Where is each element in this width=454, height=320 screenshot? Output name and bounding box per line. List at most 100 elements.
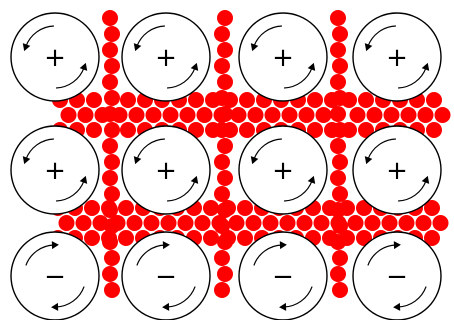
particle [112,107,128,123]
particle [214,154,230,170]
particle [367,107,383,123]
particle [214,250,230,266]
cell-sign: + [155,156,177,186]
particle [118,230,134,246]
cell-sign: + [155,43,177,73]
cell-sign: − [44,262,66,292]
particle [101,230,117,246]
particle [246,215,262,231]
particle [102,266,118,282]
vortex-cell: + [122,126,210,214]
particle [341,122,357,138]
particle [222,92,238,108]
particle [231,107,247,123]
particle [129,107,145,123]
cell-sign: − [272,262,294,292]
particle [104,154,120,170]
vortex-cell: + [122,13,210,101]
particle [222,122,238,138]
vortex-cell: + [353,126,441,214]
particle [426,92,442,108]
particle [399,215,415,231]
particle [86,122,102,138]
cell-sign: − [386,262,408,292]
particle [197,107,213,123]
particle [195,215,211,231]
particle [214,26,230,42]
particle [330,170,346,186]
particle [332,282,348,298]
particle [86,92,102,108]
particle [426,122,442,138]
particle [341,92,357,108]
particle [61,107,77,123]
particle [84,230,100,246]
particle [104,282,120,298]
particle [217,74,233,90]
particle [104,250,120,266]
cell-sign: + [386,156,408,186]
vortex-cell: − [11,232,99,320]
particle [332,154,348,170]
particle [358,92,374,108]
particle [104,186,120,202]
particle [332,186,348,202]
particle [331,215,347,231]
particle [330,106,346,122]
cell-sign: + [386,43,408,73]
particle [217,170,233,186]
particle [322,230,338,246]
particle [120,122,136,138]
particle [299,107,315,123]
vortex-cell: + [11,126,99,214]
particle [163,107,179,123]
particle [203,230,219,246]
particle [330,10,346,26]
particle [178,215,194,231]
particle [214,282,230,298]
vortex-cell: + [11,13,99,101]
particle [316,107,332,123]
vortex-cell: − [122,232,210,320]
particle [101,200,117,216]
cell-sign: + [272,156,294,186]
cell-sign: + [272,43,294,73]
particle [220,230,236,246]
particle [104,90,120,106]
cell-sign: + [44,156,66,186]
particle [239,122,255,138]
particle [217,266,233,282]
particle [110,215,126,231]
particle [104,26,120,42]
particle [104,58,120,74]
particle [330,74,346,90]
particle [350,107,366,123]
cell-sign: − [155,262,177,292]
particle [220,200,236,216]
particle [76,215,92,231]
particle [314,215,330,231]
particle [435,107,451,123]
particle [324,122,340,138]
vortex-cell: + [239,13,327,101]
particle [214,58,230,74]
particle [401,107,417,123]
particle [205,122,221,138]
particle [280,215,296,231]
particle [120,92,136,108]
particle [239,92,255,108]
particle [102,170,118,186]
particle [418,107,434,123]
particle [265,107,281,123]
vortex-cell: − [353,232,441,320]
particle [214,107,230,123]
particle [332,250,348,266]
particle [297,215,313,231]
cell-sign: + [44,43,66,73]
particle [330,42,346,58]
particle [237,230,253,246]
particle [339,230,355,246]
particle [217,138,233,154]
particle [332,26,348,42]
